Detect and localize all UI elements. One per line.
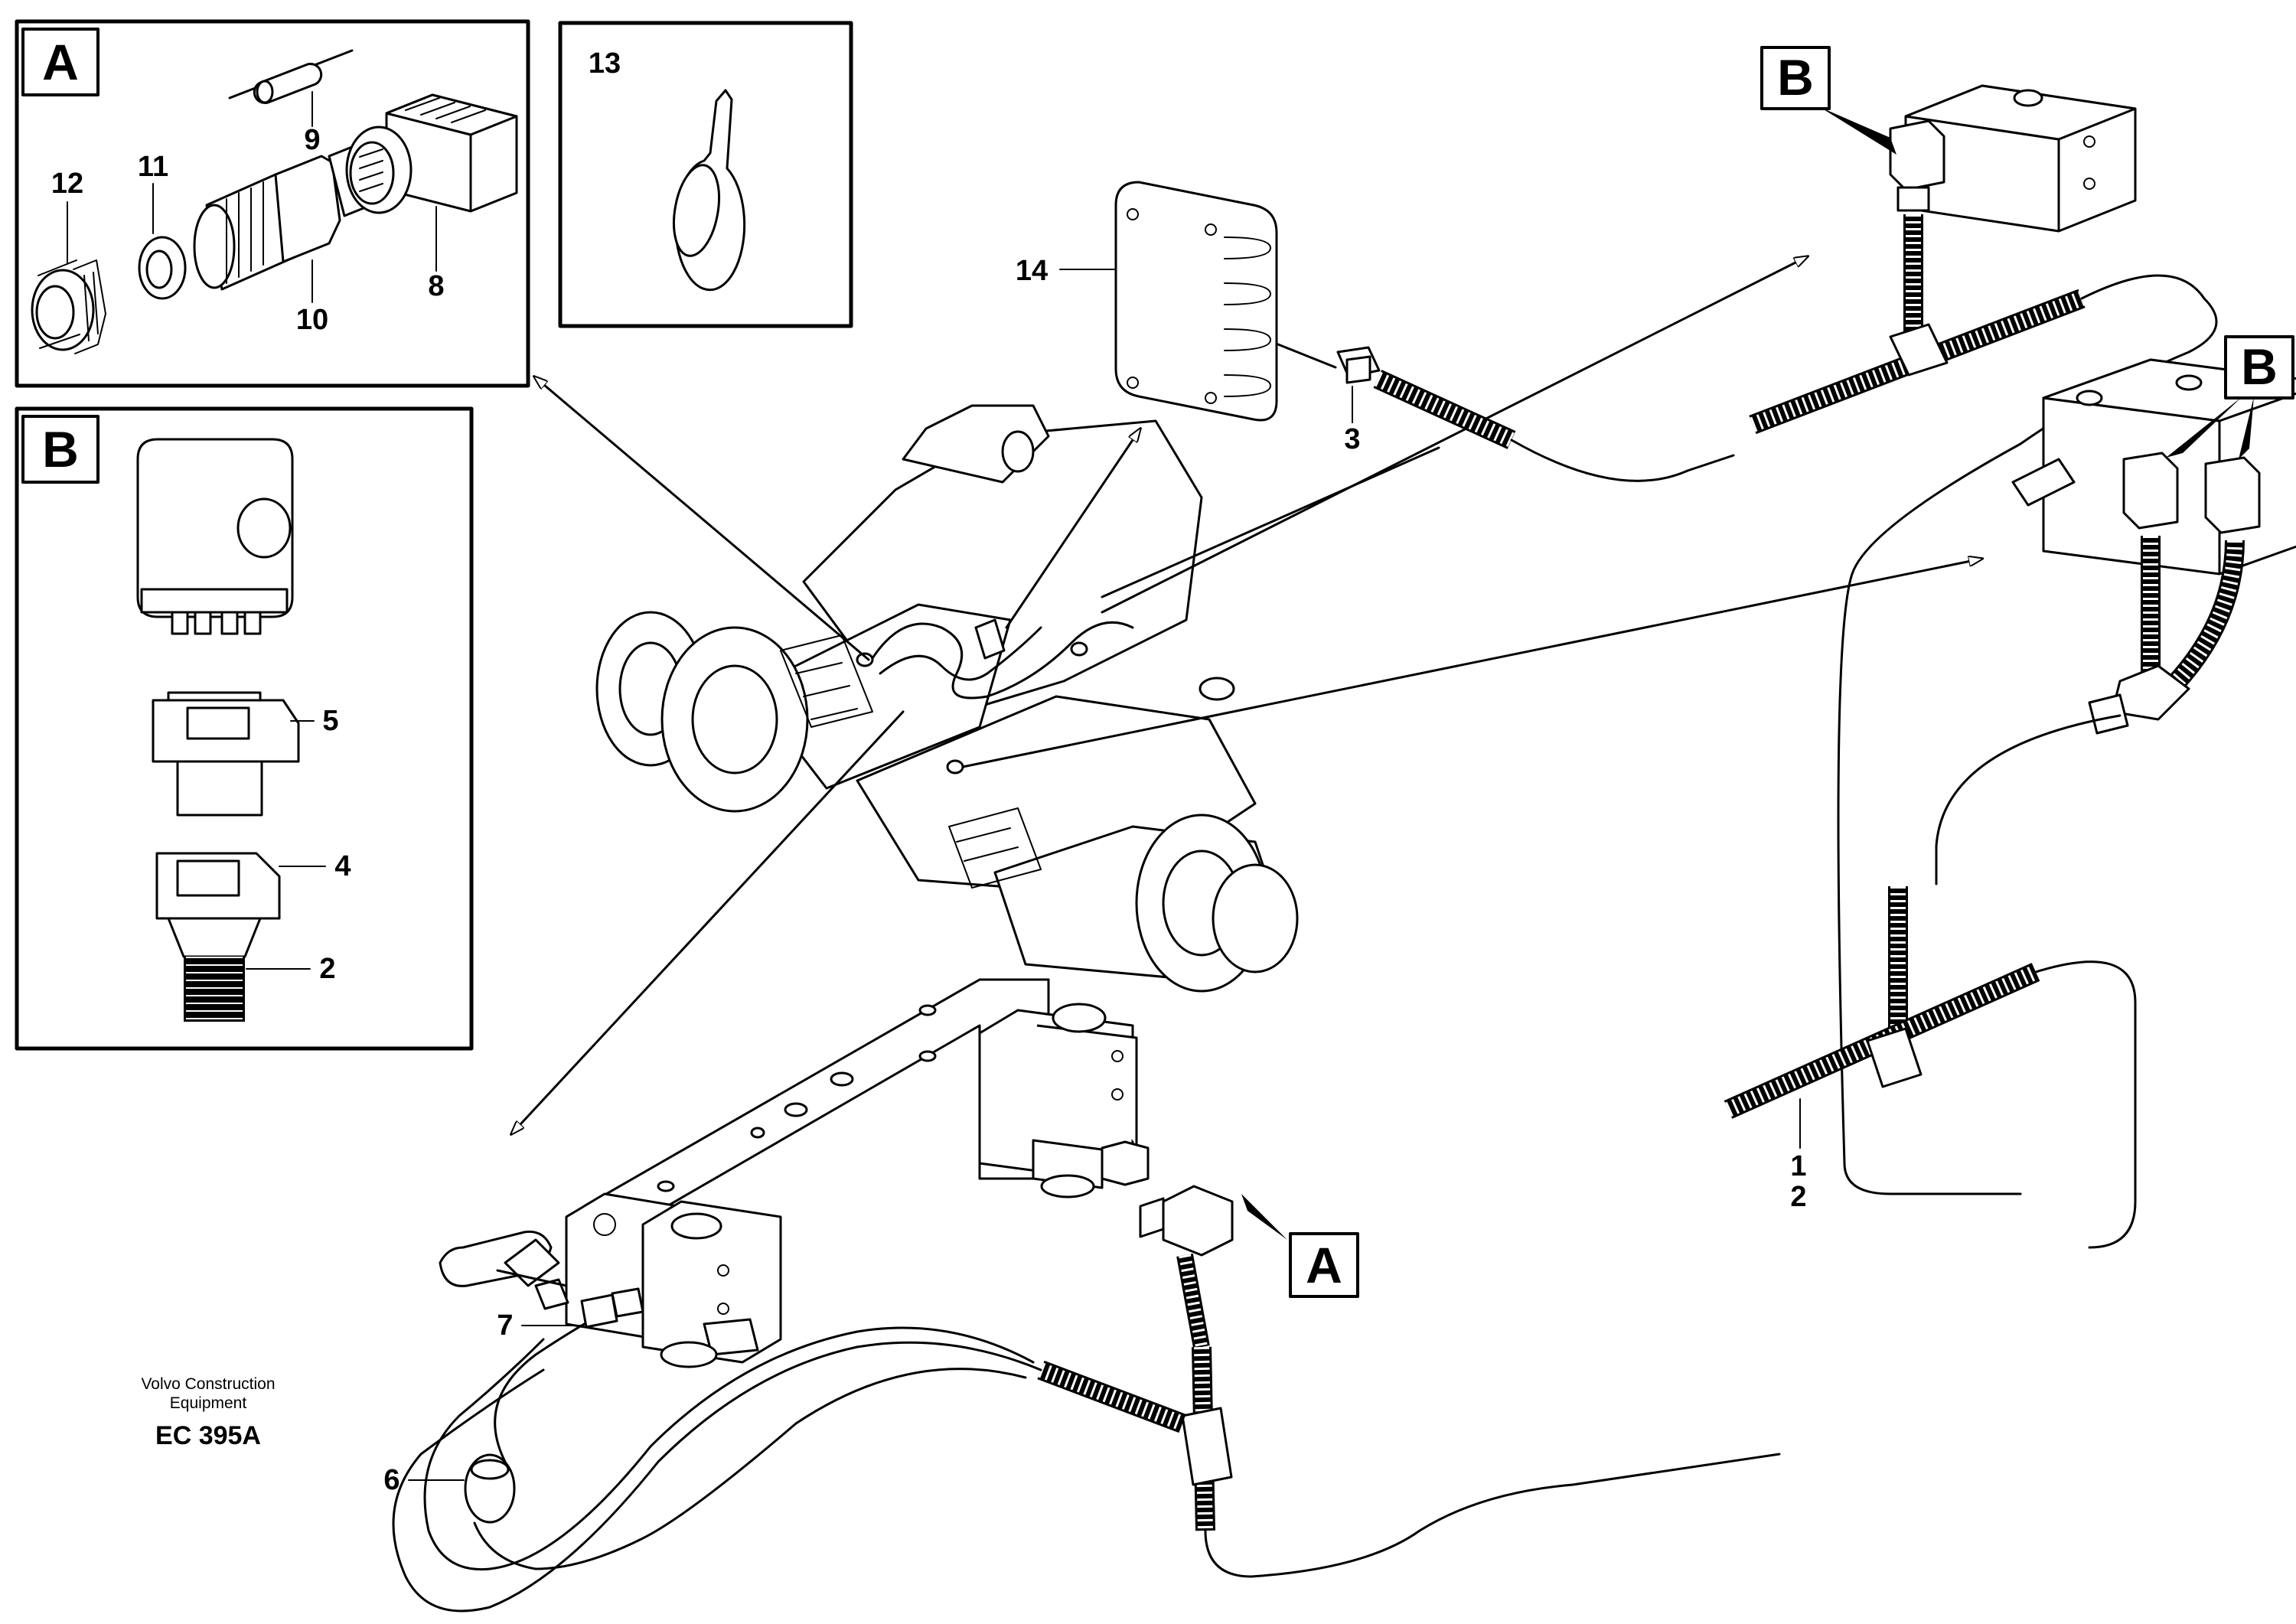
- svg-text:B: B: [1777, 49, 1814, 106]
- detail-box-b-letter: B: [42, 421, 79, 478]
- label-part-13: 13: [589, 47, 621, 80]
- hose-run-right: [1724, 714, 2137, 1249]
- label-part-7: 7: [497, 1309, 513, 1342]
- valve-bracket-assembly-icon: [439, 978, 1150, 1368]
- harness-connector-icon: [1277, 343, 1516, 449]
- valve-block-right-icon: [2011, 358, 2296, 735]
- label-part-5: 5: [322, 705, 338, 737]
- washer-icon: [138, 236, 187, 300]
- label-part-2-detail: 2: [319, 953, 335, 985]
- label-part-8: 8: [428, 270, 444, 302]
- detail-box-a-letter: A: [42, 34, 79, 90]
- solenoid-coil-icon: [136, 438, 294, 635]
- cable-tie-icon: [673, 89, 746, 292]
- label-part-3: 3: [1344, 423, 1360, 455]
- label-part-11: 11: [138, 151, 168, 183]
- credit-line-1: Volvo Construction: [141, 1375, 275, 1393]
- label-part-2: 2: [1790, 1181, 1806, 1213]
- callout-a-bottom: A: [1139, 1185, 1359, 1348]
- connector-adapter-icon: [152, 691, 300, 817]
- detail-box-b: B 5 4 2: [15, 406, 474, 1051]
- svg-text:A: A: [1306, 1237, 1342, 1293]
- label-part-14: 14: [1016, 255, 1048, 287]
- axle-assembly-illustration: [595, 404, 1299, 993]
- label-part-9: 9: [304, 124, 320, 156]
- hose-run-top: [1510, 274, 2218, 1195]
- leader-arrows: [511, 256, 1982, 1134]
- figure-code: EC 395A: [155, 1421, 261, 1450]
- connector-plug-icon: [155, 852, 281, 958]
- detail-box-13: 13: [558, 21, 853, 328]
- svg-text:B: B: [2241, 338, 2278, 395]
- label-part-12: 12: [51, 168, 83, 200]
- credit-line-2: Equipment: [170, 1394, 247, 1412]
- callout-b-right: B: [2166, 335, 2294, 459]
- label-part-6: 6: [383, 1464, 400, 1496]
- callout-b-top: B: [1760, 46, 1896, 155]
- multi-connector-block-icon: [1114, 181, 1278, 422]
- nut-icon: [31, 259, 106, 354]
- detail-box-a: A 9 12 11: [15, 19, 530, 388]
- valve-block-top-icon: [1889, 84, 2137, 360]
- connector-housing-icon: [345, 93, 518, 214]
- label-part-1: 1: [1790, 1150, 1806, 1182]
- label-part-10: 10: [296, 304, 328, 336]
- resistor-plug-icon: [228, 49, 354, 104]
- label-part-4: 4: [334, 850, 351, 882]
- hose-run-bottom: [392, 1287, 1781, 1613]
